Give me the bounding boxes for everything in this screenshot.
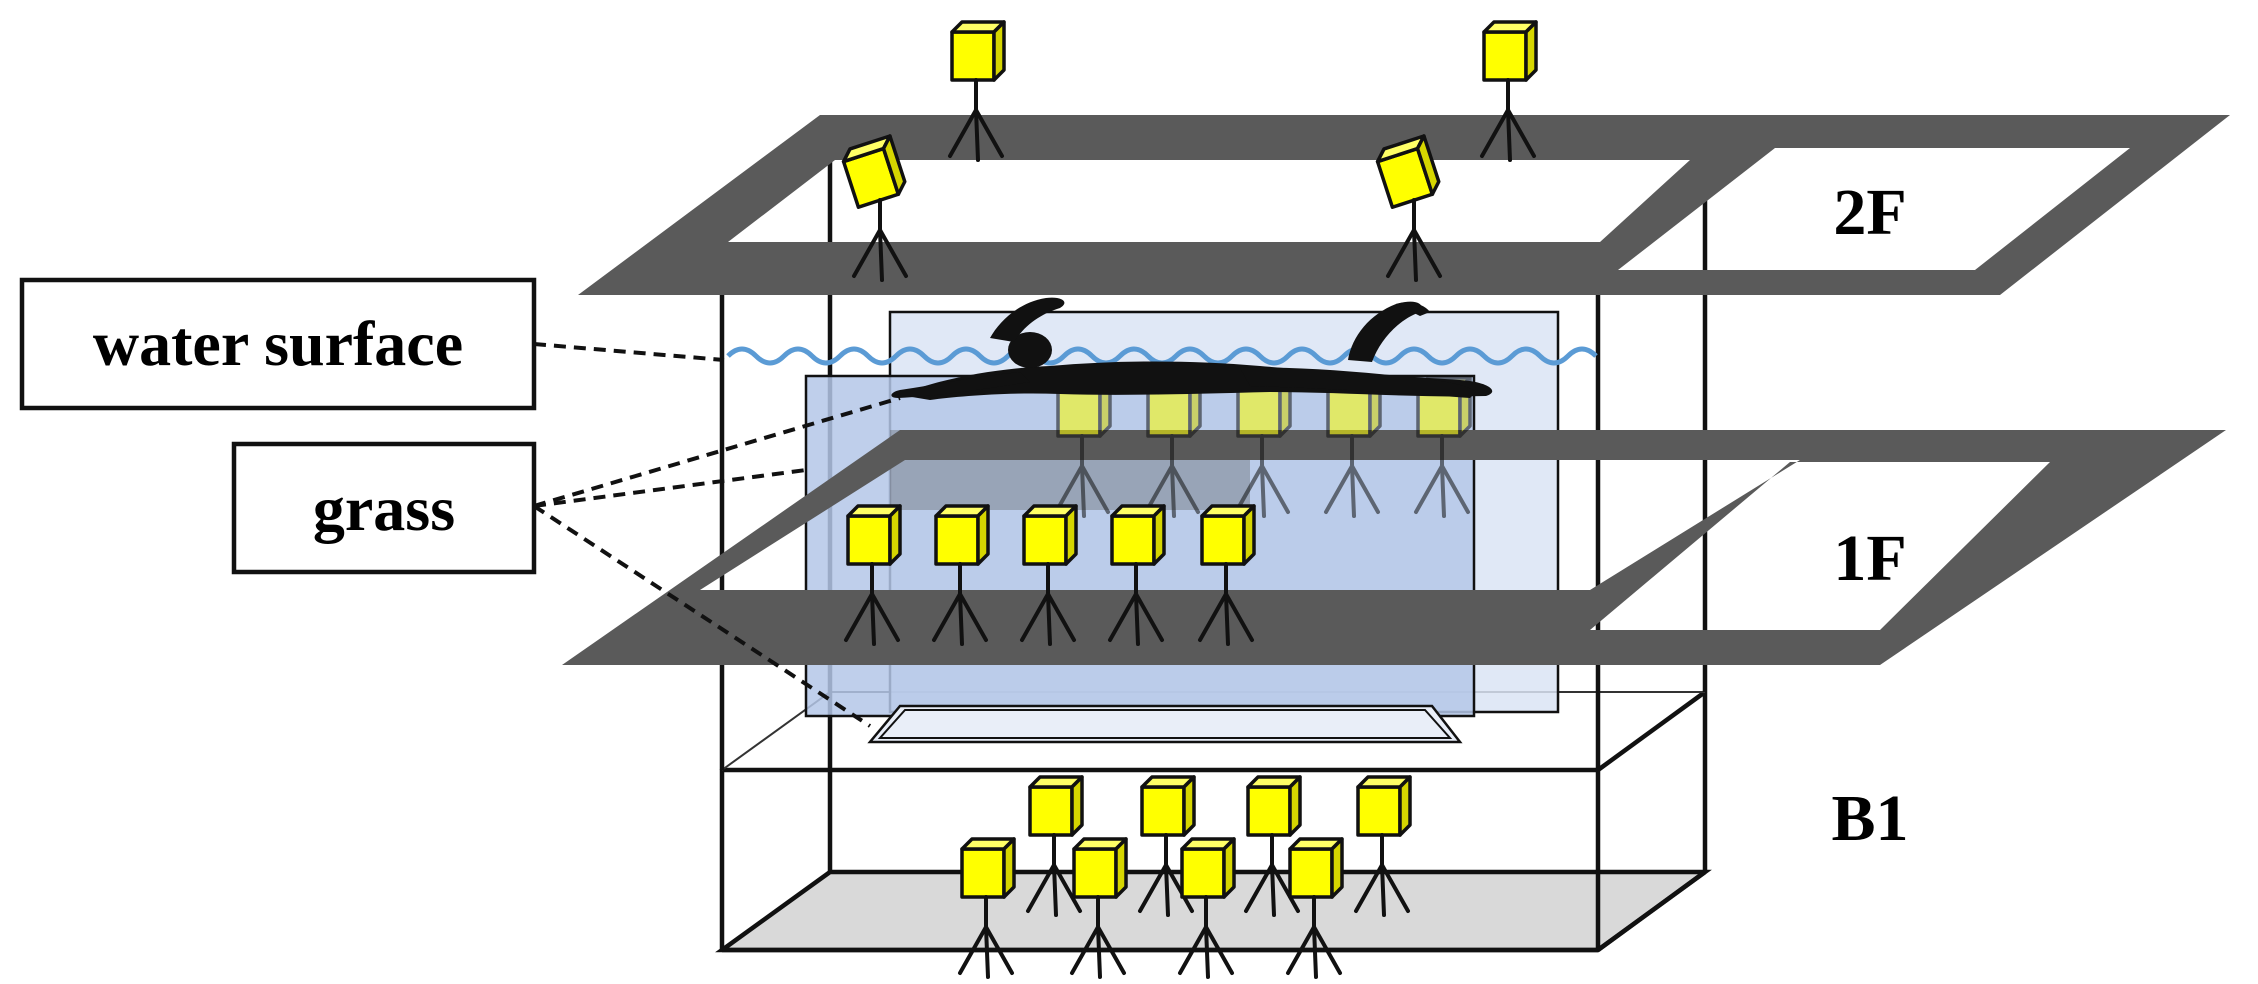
callout-grass: grass <box>231 441 537 575</box>
callout-label-water-surface: water surface <box>93 308 463 379</box>
floor-slab-1f <box>562 430 2226 665</box>
callout-leader-lines <box>532 342 901 728</box>
floor-label-2f: 2F <box>1833 176 1906 249</box>
floor-label-b1: B1 <box>1831 782 1908 855</box>
callout-label-grass: grass <box>313 473 455 544</box>
callout-water-surface: water surface <box>19 277 537 411</box>
grass-mat <box>867 704 1463 744</box>
pool-box-front <box>719 767 1601 950</box>
floor-slab-2f <box>578 115 2230 295</box>
swimmer-silhouette-icon <box>891 297 1493 400</box>
floor-label-1f: 1F <box>1833 522 1906 595</box>
